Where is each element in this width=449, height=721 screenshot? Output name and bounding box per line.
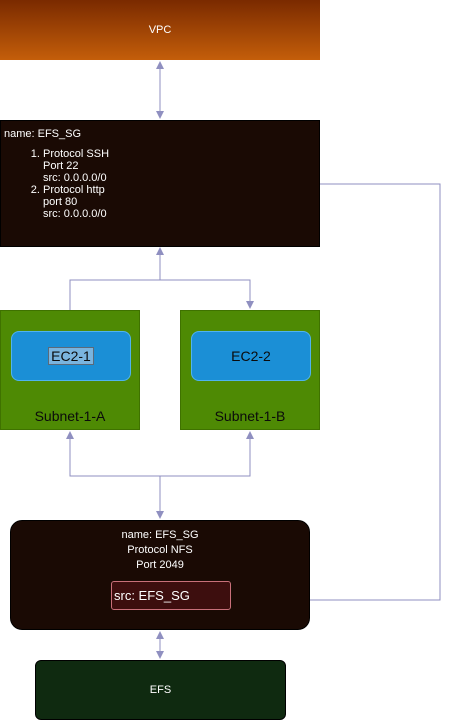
rule-protocol: Protocol http xyxy=(43,184,105,196)
efs-node: EFS xyxy=(35,660,286,720)
ec2-instance-label: EC2-2 xyxy=(231,348,271,364)
ec2-instance-label: EC2-1 xyxy=(48,347,94,365)
subnet-label: Subnet-1-A xyxy=(34,408,106,424)
subnet-node-a: EC2-1 Subnet-1-A xyxy=(0,310,140,430)
efs-security-group-node: name: EFS_SG Protocol NFS Port 2049 src:… xyxy=(10,520,310,630)
efs-sg-protocol: Protocol NFS xyxy=(127,544,193,556)
security-group-node: name: EFS_SG Protocol SSH Port 22 src: 0… xyxy=(0,120,320,247)
efs-label: EFS xyxy=(149,684,172,696)
ec2-instance-node: EC2-1 xyxy=(11,331,131,381)
rule-item: Protocol SSH Port 22 src: 0.0.0.0/0 xyxy=(43,148,109,184)
subnet-label: Subnet-1-B xyxy=(214,408,286,424)
subnet-node-b: EC2-2 Subnet-1-B xyxy=(180,310,320,430)
rule-item: Protocol http port 80 src: 0.0.0.0/0 xyxy=(43,184,109,220)
efs-sg-name: name: EFS_SG xyxy=(121,529,199,541)
rule-port: Port 22 xyxy=(43,160,79,172)
edge-sg-to-subnets xyxy=(69,248,251,310)
edge-sg-to-efs-src xyxy=(231,183,441,604)
rule-protocol: Protocol SSH xyxy=(43,148,110,160)
rule-src: src: 0.0.0.0/0 xyxy=(43,172,107,184)
security-group-name: name: EFS_SG xyxy=(4,128,82,140)
efs-sg-port: Port 2049 xyxy=(136,559,184,571)
vpc-label: VPC xyxy=(148,24,172,36)
rule-port: port 80 xyxy=(43,196,78,208)
efs-sg-source-node: src: EFS_SG xyxy=(111,581,231,610)
efs-security-group-text: name: EFS_SG Protocol NFS Port 2049 xyxy=(11,528,309,573)
efs-sg-source-label: src: EFS_SG xyxy=(114,588,190,603)
security-group-rules: Protocol SSH Port 22 src: 0.0.0.0/0 Prot… xyxy=(7,148,109,220)
ec2-instance-node: EC2-2 xyxy=(191,331,311,381)
rule-src: src: 0.0.0.0/0 xyxy=(43,208,107,220)
vpc-node: VPC xyxy=(0,0,320,60)
